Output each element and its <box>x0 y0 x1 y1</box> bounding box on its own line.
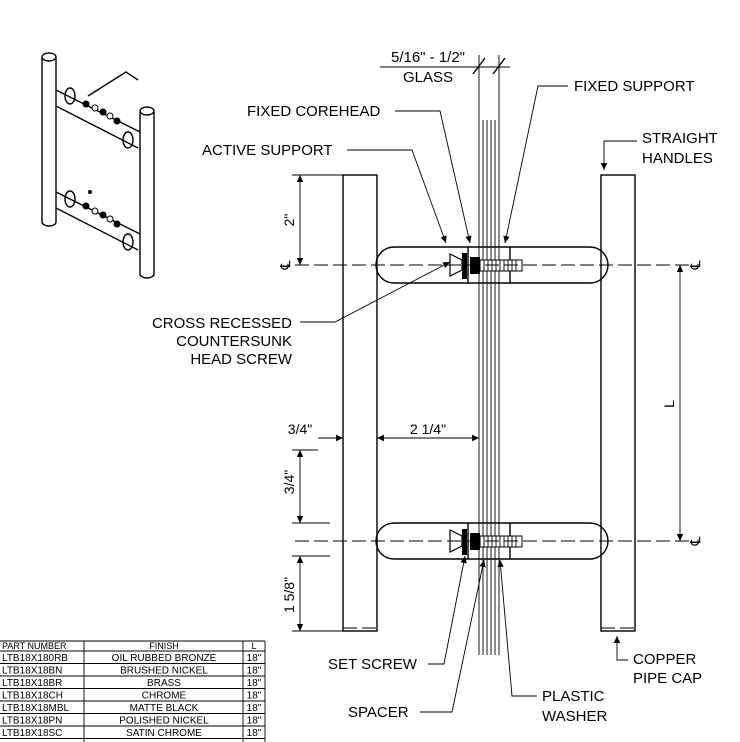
table-cell-length: 18" <box>247 653 262 664</box>
table-cell-length: 18" <box>247 703 262 714</box>
table-cell-part-number: LTB18X18BR <box>2 678 62 689</box>
table-cell-finish: POLISHED NICKEL <box>119 716 209 727</box>
dim-end-bottom: 1 5/8" <box>281 577 297 613</box>
table-header-finish: FINISH <box>149 641 179 651</box>
table-cell-part-number: LTB18X180RB <box>2 653 68 664</box>
screw-label: CROSS RECESSED <box>152 315 292 332</box>
table-cell-part-number: LTB18X18MBL <box>2 703 70 714</box>
dim-length: L <box>661 400 677 408</box>
table-cell-part-number: LTB18X18PN <box>2 716 62 727</box>
centerline-symbol: ℄ <box>277 261 293 271</box>
fixed-support-label: FIXED SUPPORT <box>574 78 695 95</box>
glass-range-label: 5/16" - 1/2" <box>391 49 465 66</box>
centerline-symbol: ℄ <box>687 537 703 547</box>
left-handle-bar <box>342 174 378 632</box>
straight-handles-label: HANDLES <box>642 150 713 167</box>
isometric-view <box>41 52 155 279</box>
dim-offset: 2 1/4" <box>410 421 446 437</box>
screw-label: HEAD SCREW <box>190 351 293 368</box>
dim-handle-diameter: 3/4" <box>288 421 312 437</box>
table-cell-finish: OIL RUBBED BRONZE <box>112 653 217 664</box>
leaders: 5/16" - 1/2" GLASS FIXED SUPPORT FIXED C… <box>152 49 718 725</box>
table-cell-finish: CHROME <box>142 691 187 702</box>
screw-label: COUNTERSUNK <box>176 333 292 350</box>
plastic-washer-label: PLASTIC <box>542 688 605 705</box>
table-cell-part-number: LTB18X18BN <box>2 666 62 677</box>
fixed-corehead-label: FIXED COREHEAD <box>247 103 381 120</box>
table-cell-finish: MATTE BLACK <box>130 703 199 714</box>
active-support-label: ACTIVE SUPPORT <box>202 142 333 159</box>
set-screw-label: SET SCREW <box>328 656 418 673</box>
dimensions: 2" 3/4" 2 1/4" 3/4" 1 5/8" L <box>281 174 684 632</box>
table-header-part: PART NUMBER <box>2 641 67 651</box>
table-cell-finish: SATIN CHROME <box>126 728 202 739</box>
dim-standoff-top: 2" <box>281 214 297 227</box>
parts-table: LTB18X180RB OIL RUBBED BRONZE 18" LTB18X18B… <box>0 640 266 742</box>
glass-label: GLASS <box>403 69 453 86</box>
plastic-washer-label: WASHER <box>542 708 607 725</box>
table-cell-length: 18" <box>247 691 262 702</box>
table-cell-length: 18" <box>247 716 262 727</box>
right-handle-bar <box>600 174 636 632</box>
table-cell-finish: BRASS <box>147 678 181 689</box>
table-cell-length: 18" <box>247 678 262 689</box>
glass-panel <box>380 55 510 655</box>
copper-cap-label: PIPE CAP <box>633 670 702 687</box>
table-cell-part-number: LTB18X18SC <box>2 728 62 739</box>
table-cell-finish: BRUSHED NICKEL <box>120 666 208 677</box>
centerline-symbol: ℄ <box>687 261 703 271</box>
table-cell-length: 18" <box>247 666 262 677</box>
table-cell-length: 18" <box>247 728 262 739</box>
centerlines: ℄ ℄ ℄ <box>277 261 703 547</box>
straight-handles-label: STRAIGHT <box>642 130 718 147</box>
copper-cap-label: COPPER <box>633 651 697 668</box>
spacer-label: SPACER <box>348 704 409 721</box>
table-cell-part-number: LTB18X18CH <box>2 691 63 702</box>
table-header-l: L <box>251 641 256 651</box>
dim-standoff-bottom: 3/4" <box>281 470 297 494</box>
